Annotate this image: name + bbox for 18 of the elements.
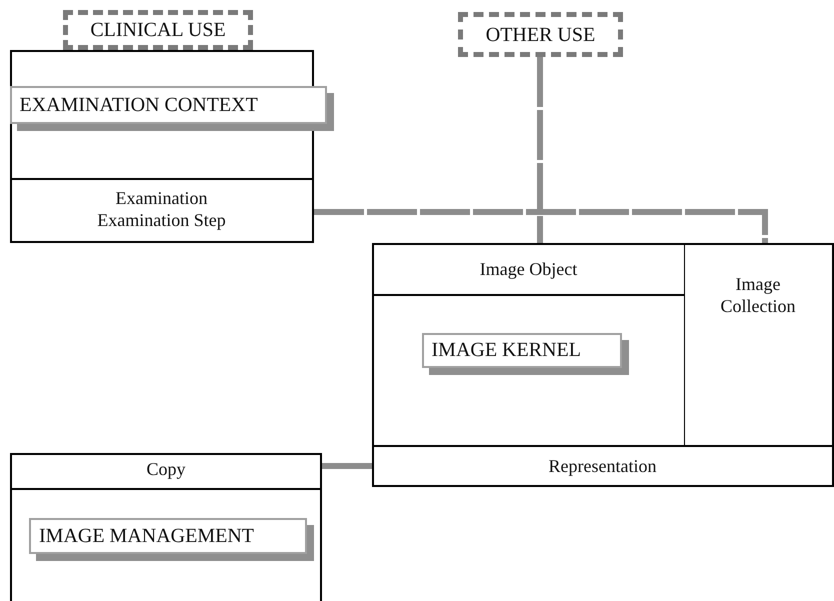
subsystem-label: IMAGE MANAGEMENT [39,525,254,547]
package-tab [458,12,623,57]
class-name: Examination [114,186,208,208]
subsystem-label: EXAMINATION CONTEXT [20,94,258,116]
connector-line [314,209,768,243]
connector-line [537,57,543,243]
class-name: Image Collection [720,272,796,316]
connector-line [322,463,372,469]
class-name: Representation [548,454,658,476]
class-name: Image Object [478,258,578,280]
subsystem-label: CLINICAL USE [90,19,226,41]
package-tab [63,10,253,50]
subsystem-label: IMAGE KERNEL [432,339,581,361]
class-name: Examination Step [96,208,227,230]
class-box [10,453,322,601]
class-compartment [372,242,686,446]
subsystem-label: OTHER USE [486,24,596,46]
class-name: Copy [145,458,186,480]
